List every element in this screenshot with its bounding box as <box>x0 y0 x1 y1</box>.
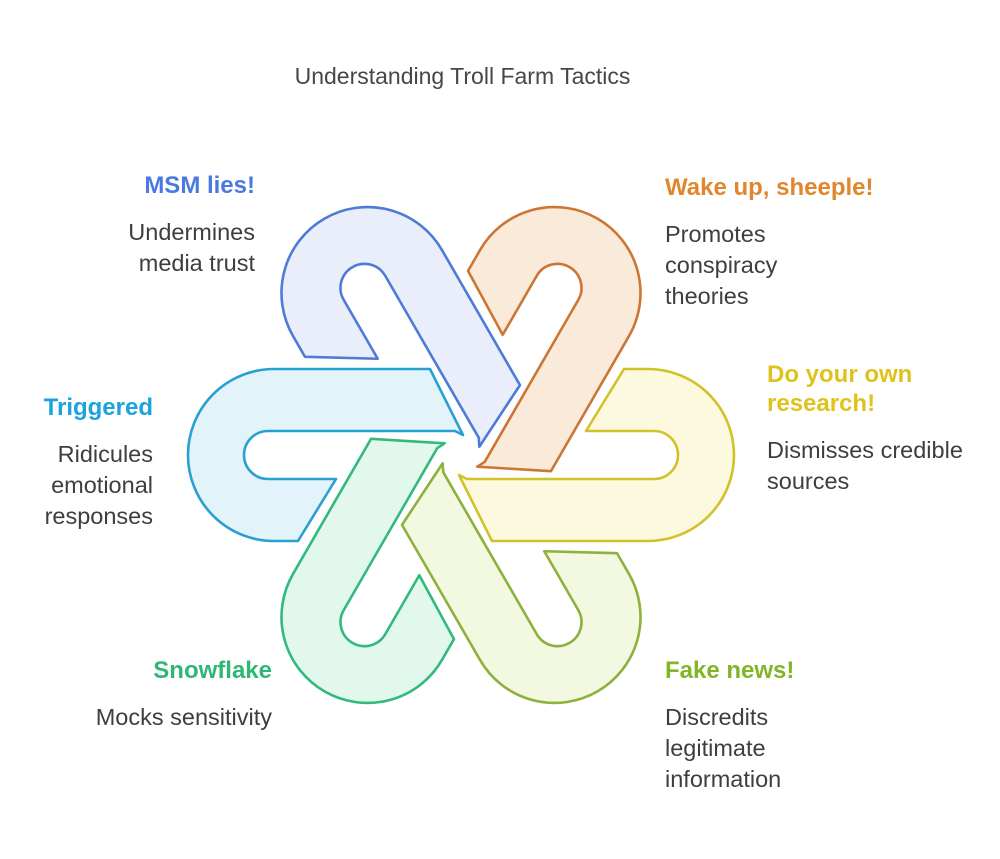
knot-loop-do-your-own-research <box>457 367 736 543</box>
section-triggered: Triggered Ridicules emotional responses <box>0 393 153 532</box>
section-msm-lies: MSM lies! Undermines media trust <box>85 171 255 279</box>
section-do-your-own-research-label: Do your own research! <box>767 361 913 417</box>
section-fake-news-description: Discredits legitimate information <box>665 704 782 792</box>
knot-loop-wake-up-sheeple <box>466 205 642 473</box>
knot-loop-fake-news <box>400 461 642 705</box>
page-title: Understanding Troll Farm Tactics <box>294 63 631 89</box>
knot-loop-triggered <box>186 367 465 543</box>
section-snowflake: Snowflake Mocks sensitivity <box>22 656 272 733</box>
section-wake-up-sheeple: Wake up, sheeple! Promotes conspiracy th… <box>665 173 874 312</box>
section-fake-news: Fake news! Discredits legitimate informa… <box>665 656 817 795</box>
section-snowflake-label: Snowflake <box>153 657 272 684</box>
section-triggered-label: Triggered <box>43 394 153 421</box>
knot-loop-msm-lies <box>280 205 522 449</box>
section-fake-news-label: Fake news! <box>665 657 795 684</box>
section-do-your-own-research-description: Dismisses credible sources <box>767 437 963 494</box>
section-snowflake-description: Mocks sensitivity <box>95 704 272 730</box>
section-msm-lies-label: MSM lies! <box>144 172 255 199</box>
knot-loop-snowflake <box>280 437 456 705</box>
section-do-your-own-research: Do your own research! Dismisses credible… <box>767 360 963 497</box>
section-wake-up-sheeple-description: Promotes conspiracy theories <box>665 221 778 309</box>
section-triggered-description: Ridicules emotional responses <box>44 441 153 529</box>
section-wake-up-sheeple-label: Wake up, sheeple! <box>665 174 874 201</box>
section-msm-lies-description: Undermines media trust <box>128 219 255 276</box>
